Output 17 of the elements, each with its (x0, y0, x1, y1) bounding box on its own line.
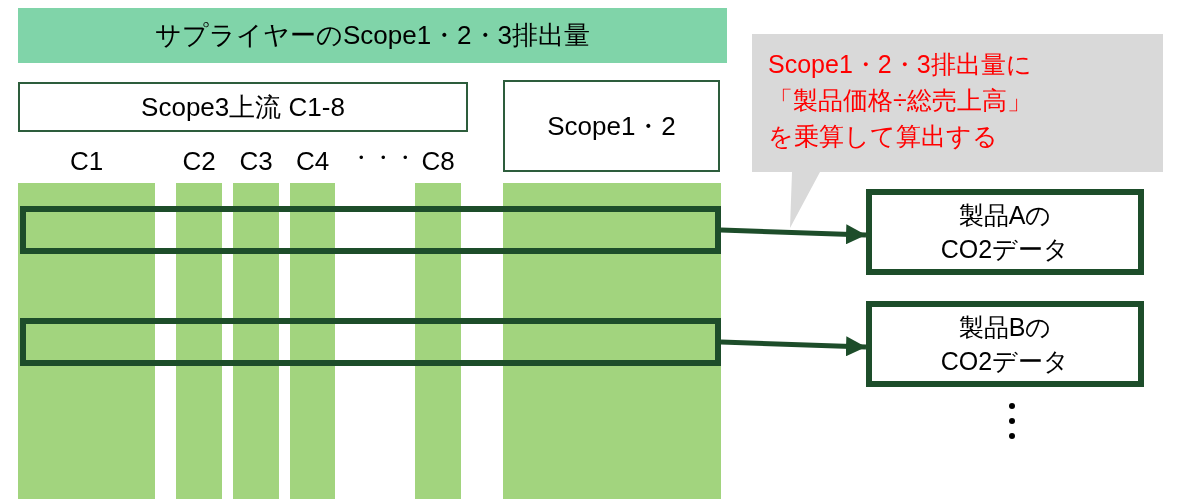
column-label: C4 (294, 145, 331, 177)
product-box: 製品AのCO2データ (866, 189, 1144, 275)
arrow (720, 336, 867, 357)
row-outline (20, 318, 721, 366)
scope3-box: Scope3上流 C1-8 (18, 82, 468, 132)
product-box: 製品BのCO2データ (866, 301, 1144, 387)
column-bar (503, 183, 721, 499)
title-band: サプライヤーのScope1・2・3排出量 (18, 8, 727, 63)
column-label: C1 (68, 145, 105, 177)
callout-text: Scope1・2・3排出量に「製品価格÷総売上高」を乗算して算出する (768, 49, 1033, 152)
row-outline (20, 206, 721, 254)
column-label: C8 (420, 145, 456, 177)
arrow (720, 224, 867, 245)
scope-box: Scope1・2 (503, 80, 720, 172)
column-label: C2 (181, 145, 217, 177)
column-label: C3 (238, 145, 274, 177)
ellipsis-label: ・・・ (350, 144, 416, 172)
